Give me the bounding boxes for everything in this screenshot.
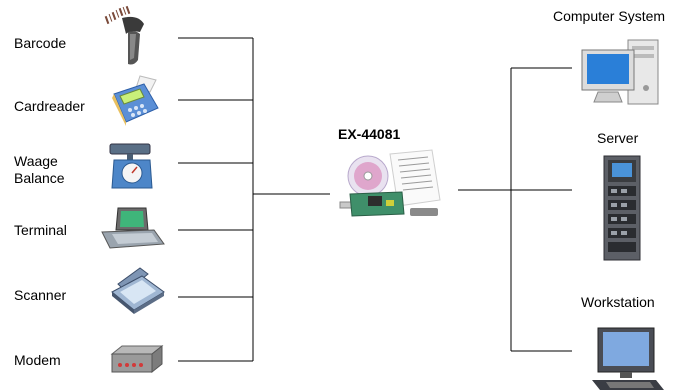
balance-label: Balance <box>14 170 65 186</box>
server-rack-icon <box>603 155 641 261</box>
terminal-label: Terminal <box>14 222 67 238</box>
modem-label: Modem <box>14 352 61 368</box>
scanner-label: Scanner <box>14 287 67 303</box>
product-title: EX-44081 <box>338 126 401 142</box>
workstation-icon <box>592 327 664 390</box>
flatbed-scanner-icon <box>111 267 165 314</box>
scale-icon <box>109 143 153 189</box>
barcode-scanner-icon <box>104 5 144 65</box>
modem-icon <box>110 344 164 374</box>
server-label: Server <box>597 130 639 146</box>
waage-label: Waage <box>14 153 58 169</box>
terminal-icon <box>101 207 165 249</box>
cardreader-label: Cardreader <box>14 98 85 114</box>
computer-system-label: Computer System <box>553 8 666 24</box>
workstation-label: Workstation <box>581 294 655 310</box>
computer-system-icon <box>581 39 659 105</box>
cardreader-icon <box>112 75 159 126</box>
interface-card-kit-icon <box>339 149 441 217</box>
barcode-label: Barcode <box>14 35 67 51</box>
